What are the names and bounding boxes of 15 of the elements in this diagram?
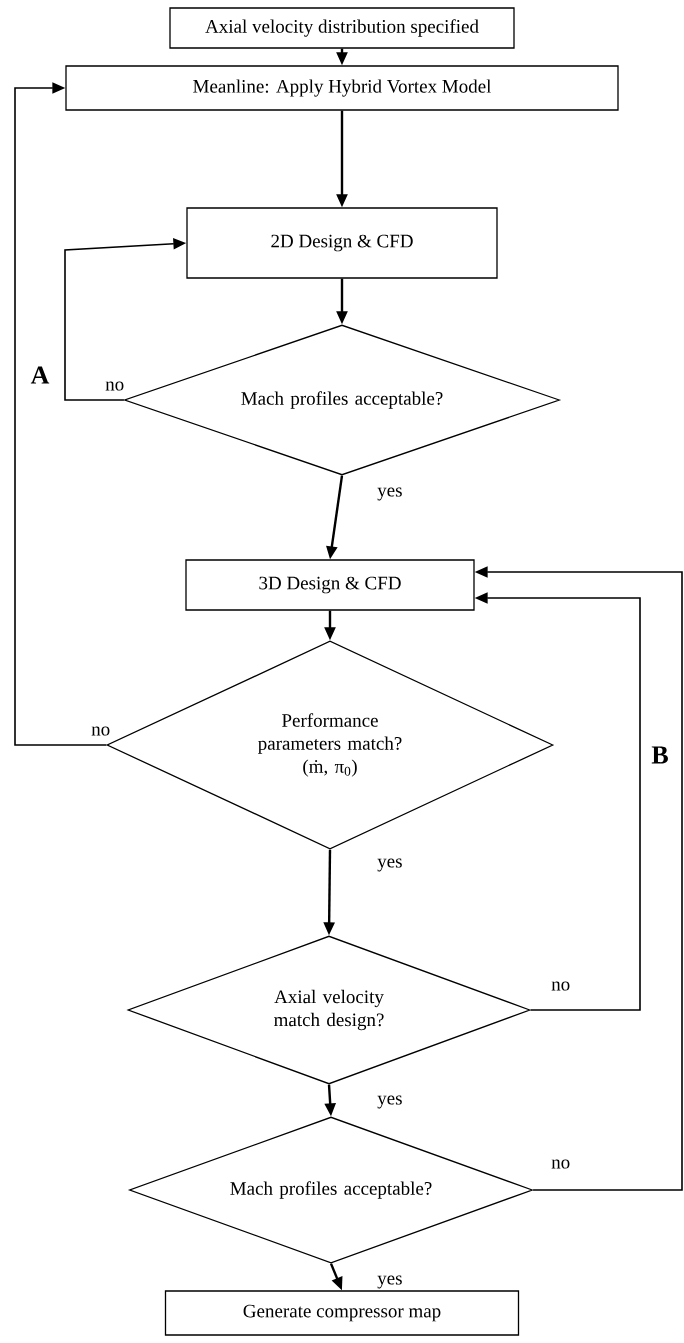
edge-label: yes bbox=[377, 858, 402, 872]
process-box: Axial velocity distribution specified bbox=[169, 7, 515, 49]
edge-label: no bbox=[551, 1159, 570, 1169]
process-box: 3D Design & CFD bbox=[185, 559, 475, 611]
edge-label: yes bbox=[377, 1095, 402, 1109]
loop-label: A bbox=[30, 366, 50, 384]
process-box: Meanline: Apply Hybrid Vortex Model bbox=[65, 65, 619, 111]
process-box: Generate compressor map bbox=[164, 1290, 520, 1336]
edge-label: no bbox=[105, 381, 124, 391]
process-box: 2D Design & CFD bbox=[186, 207, 498, 279]
edge-label: yes bbox=[377, 1275, 402, 1289]
edge-label: no bbox=[551, 981, 570, 991]
loop-label: B bbox=[651, 746, 668, 764]
edge-label: yes bbox=[377, 487, 402, 501]
arrow bbox=[14, 82, 108, 746]
